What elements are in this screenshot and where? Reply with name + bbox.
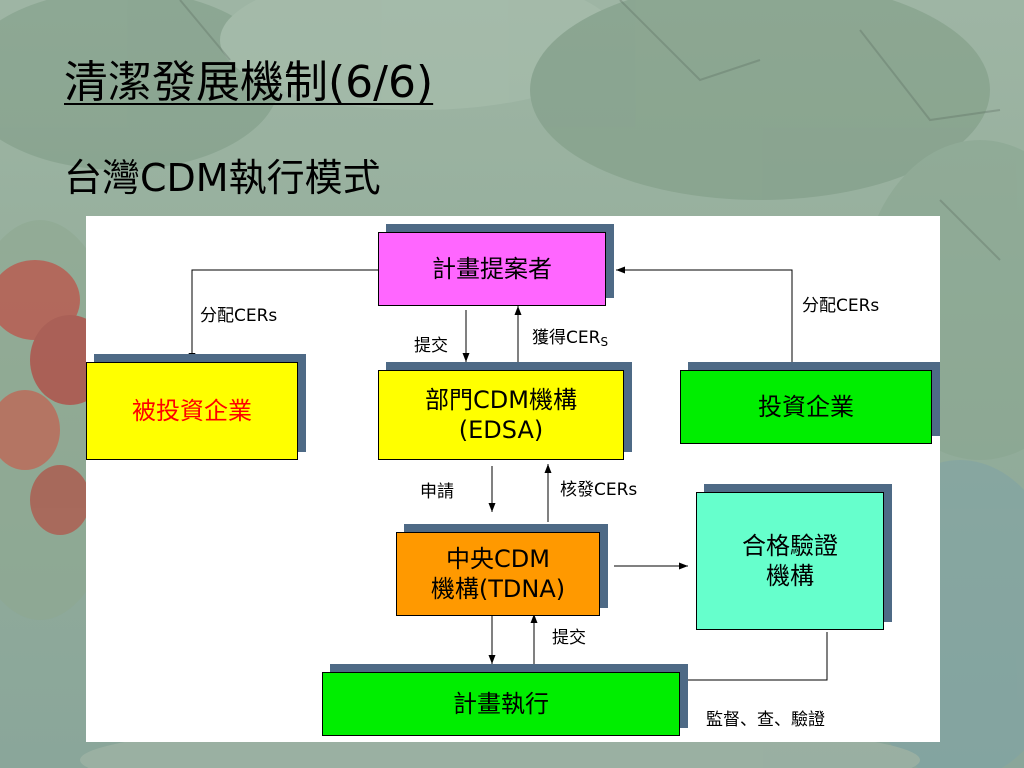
- diagram-connectors: [188, 266, 828, 684]
- arrow-investor-to-proposer: [616, 266, 793, 370]
- tdna-label-line2: 機構(TDNA): [430, 575, 566, 603]
- proposer-node: 計畫提案者: [378, 232, 606, 306]
- edge-label-obtain-sub: S: [600, 335, 609, 349]
- arrow-verifier-monitor: [676, 632, 828, 684]
- edge-label-issue-cers: 核發CERs: [560, 480, 638, 500]
- invested-company-label: 被投資企業: [132, 397, 252, 425]
- verifier-label-line2: 機構: [766, 562, 814, 590]
- edge-label-obtain-main: 獲得CER: [532, 328, 601, 348]
- cdm-flow-diagram: 計畫提案者 被投資企業 部門CDM機構 (EDSA) 投資企業 中央CDM 機構…: [86, 216, 940, 742]
- verifier-label-line1: 合格驗證: [742, 532, 838, 560]
- edsa-label-line1: 部門CDM機構: [425, 386, 577, 414]
- edge-label-alloc-right: 分配CERs: [802, 296, 880, 316]
- edge-label-monitor: 監督、查、驗證: [706, 710, 825, 730]
- proposer-label: 計畫提案者: [432, 255, 552, 283]
- edge-label-obtain-cers: 獲得CERS: [532, 328, 609, 349]
- edsa-label-line2: (EDSA): [458, 416, 544, 444]
- slide-subtitle: 台灣CDM執行模式: [64, 156, 381, 200]
- tdna-node: 中央CDM 機構(TDNA): [396, 532, 600, 616]
- execution-label: 計畫執行: [453, 690, 549, 718]
- investor-company-node: 投資企業: [680, 370, 932, 444]
- edsa-node: 部門CDM機構 (EDSA): [378, 370, 624, 460]
- tdna-label-line1: 中央CDM: [446, 545, 550, 573]
- investor-company-label: 投資企業: [758, 393, 854, 421]
- invested-company-node: 被投資企業: [86, 362, 298, 460]
- verifier-node: 合格驗證 機構: [696, 492, 884, 630]
- edge-label-apply: 申請: [420, 482, 454, 502]
- slide-title: 清潔發展機制(6/6): [64, 57, 434, 108]
- edge-label-submit-top: 提交: [414, 336, 448, 356]
- arrow-proposer-to-invested: [188, 269, 378, 362]
- edge-label-alloc-left: 分配CERs: [200, 306, 278, 326]
- edge-label-submit-bottom: 提交: [552, 628, 586, 648]
- execution-node: 計畫執行: [322, 672, 680, 736]
